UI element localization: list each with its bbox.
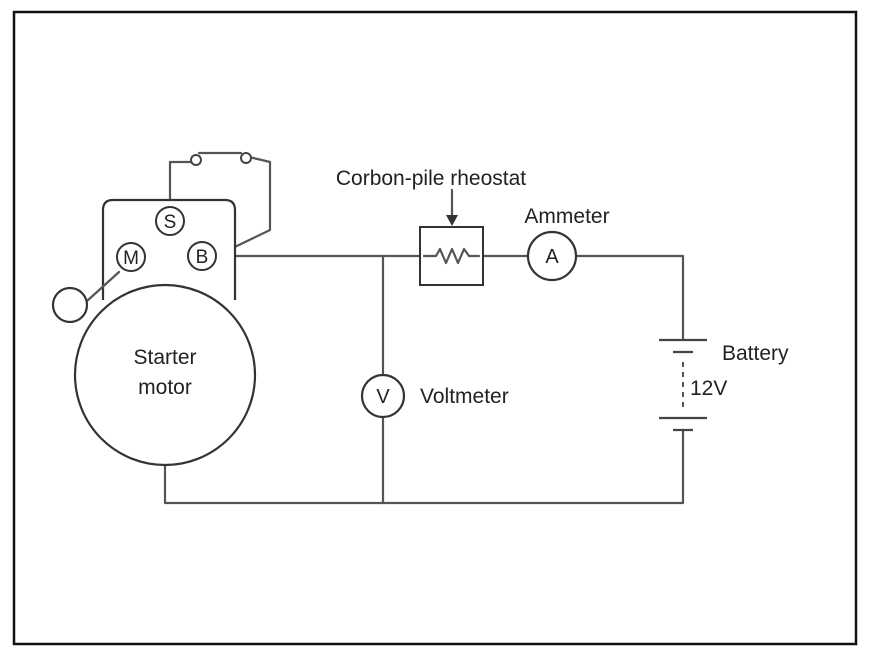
voltmeter-symbol xyxy=(360,373,406,419)
voltmeter-symbol-letter: V xyxy=(376,386,390,408)
terminal-b xyxy=(187,241,217,271)
battery-label: Battery xyxy=(722,342,789,365)
ammeter-symbol-letter: A xyxy=(545,246,559,268)
rheostat-label: Corbon-pile rheostat xyxy=(336,167,526,190)
ammeter-to-battery-wire xyxy=(574,254,685,342)
battery-voltage-label: 12V xyxy=(690,377,727,400)
switch-contact-right xyxy=(240,152,252,164)
starter-motor-label-line1: Starter xyxy=(133,346,196,369)
starter-motor-label-line2: motor xyxy=(138,376,192,399)
terminal-b-label: B xyxy=(196,247,209,268)
ammeter-label: Ammeter xyxy=(524,205,609,228)
rheostat-adjust-arrowhead xyxy=(446,215,458,226)
pinion-gear xyxy=(51,286,89,324)
solenoid-body xyxy=(101,198,237,300)
voltmeter-label: Voltmeter xyxy=(420,385,509,408)
switch-right-wire xyxy=(214,155,272,258)
terminal-s-label: S xyxy=(164,212,177,233)
terminal-m xyxy=(116,242,146,272)
starter-motor xyxy=(73,283,257,467)
resistor-zigzag xyxy=(422,247,481,265)
pinion-link-wire xyxy=(85,270,121,303)
terminal-m-label: M xyxy=(123,248,139,269)
terminal-s xyxy=(155,206,185,236)
bottom-return-wire xyxy=(163,428,685,505)
switch-contact-left xyxy=(190,154,202,166)
ammeter-symbol xyxy=(526,230,578,282)
diagram-frame xyxy=(12,10,858,646)
switch-left-wire xyxy=(168,160,193,206)
